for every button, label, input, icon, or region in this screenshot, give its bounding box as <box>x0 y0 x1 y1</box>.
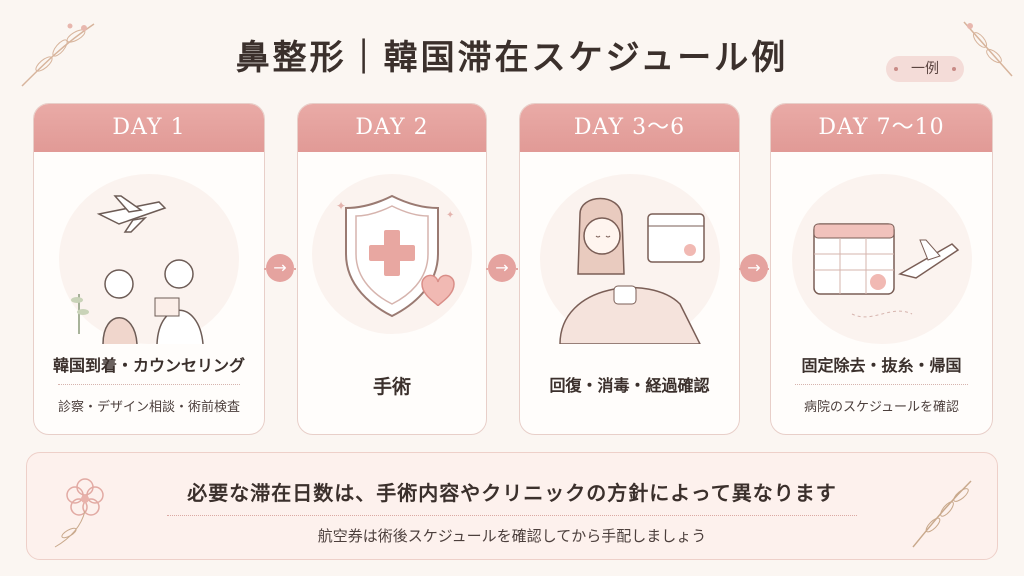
step-title: 手術 <box>372 376 411 398</box>
leaf-branch-icon <box>912 480 972 548</box>
step-card-day1: DAY 1 韓国到着・カウンセリング 診察・デザイン相談・術前検査 <box>33 103 265 435</box>
step-day-label: DAY 2 <box>298 104 486 152</box>
svg-text:✦: ✦ <box>336 199 346 213</box>
resting-woman-calendar-illustration <box>539 174 720 344</box>
divider <box>58 384 240 385</box>
next-arrow-icon: → <box>488 254 516 282</box>
svg-text:✦: ✦ <box>446 210 454 221</box>
step-title: 回復・消毒・経過確認 <box>549 376 710 395</box>
example-badge: 一例 <box>886 56 964 82</box>
divider <box>167 515 857 516</box>
airplane-consultation-illustration <box>59 174 239 344</box>
page-title: 鼻整形｜韓国滞在スケジュール例 <box>235 38 789 78</box>
step-title: 固定除去・抜糸・帰国 <box>801 356 962 375</box>
step-title: 韓国到着・カウンセリング <box>52 356 245 375</box>
next-arrow-icon: → <box>740 254 768 282</box>
leaf-branch-icon <box>963 21 1013 77</box>
notice-main-text: 必要な滞在日数は、手術内容やクリニックの方針によって異なります <box>187 481 837 505</box>
divider <box>795 384 968 385</box>
step-subtitle: 診察・デザイン相談・術前検査 <box>57 400 240 415</box>
leaf-branch-icon <box>21 23 95 87</box>
notice-sub-text: 航空券は術後スケジュールを確認してから手配しましょう <box>317 527 707 545</box>
calendar-airplane-illustration <box>791 174 972 344</box>
next-arrow-icon: → <box>266 254 294 282</box>
flower-icon <box>54 478 104 548</box>
step-day-label: DAY 7〜10 <box>771 104 992 152</box>
shield-heart-icon: ✦ ✦ <box>312 174 472 334</box>
step-subtitle: 病院のスケジュールを確認 <box>803 400 960 415</box>
notice-box: 必要な滞在日数は、手術内容やクリニックの方針によって異なります 航空券は術後スケ… <box>26 452 998 560</box>
step-card-day3-6: DAY 3〜6 回復・消毒・経過確認 <box>519 103 740 435</box>
step-card-day2: DAY 2 ✦ ✦ 手術 <box>297 103 487 435</box>
step-card-day7-10: DAY 7〜10 固定除去・抜糸・帰国 病院のスケジュールを確認 <box>770 103 993 435</box>
step-day-label: DAY 1 <box>34 104 264 152</box>
step-day-label: DAY 3〜6 <box>520 104 739 152</box>
